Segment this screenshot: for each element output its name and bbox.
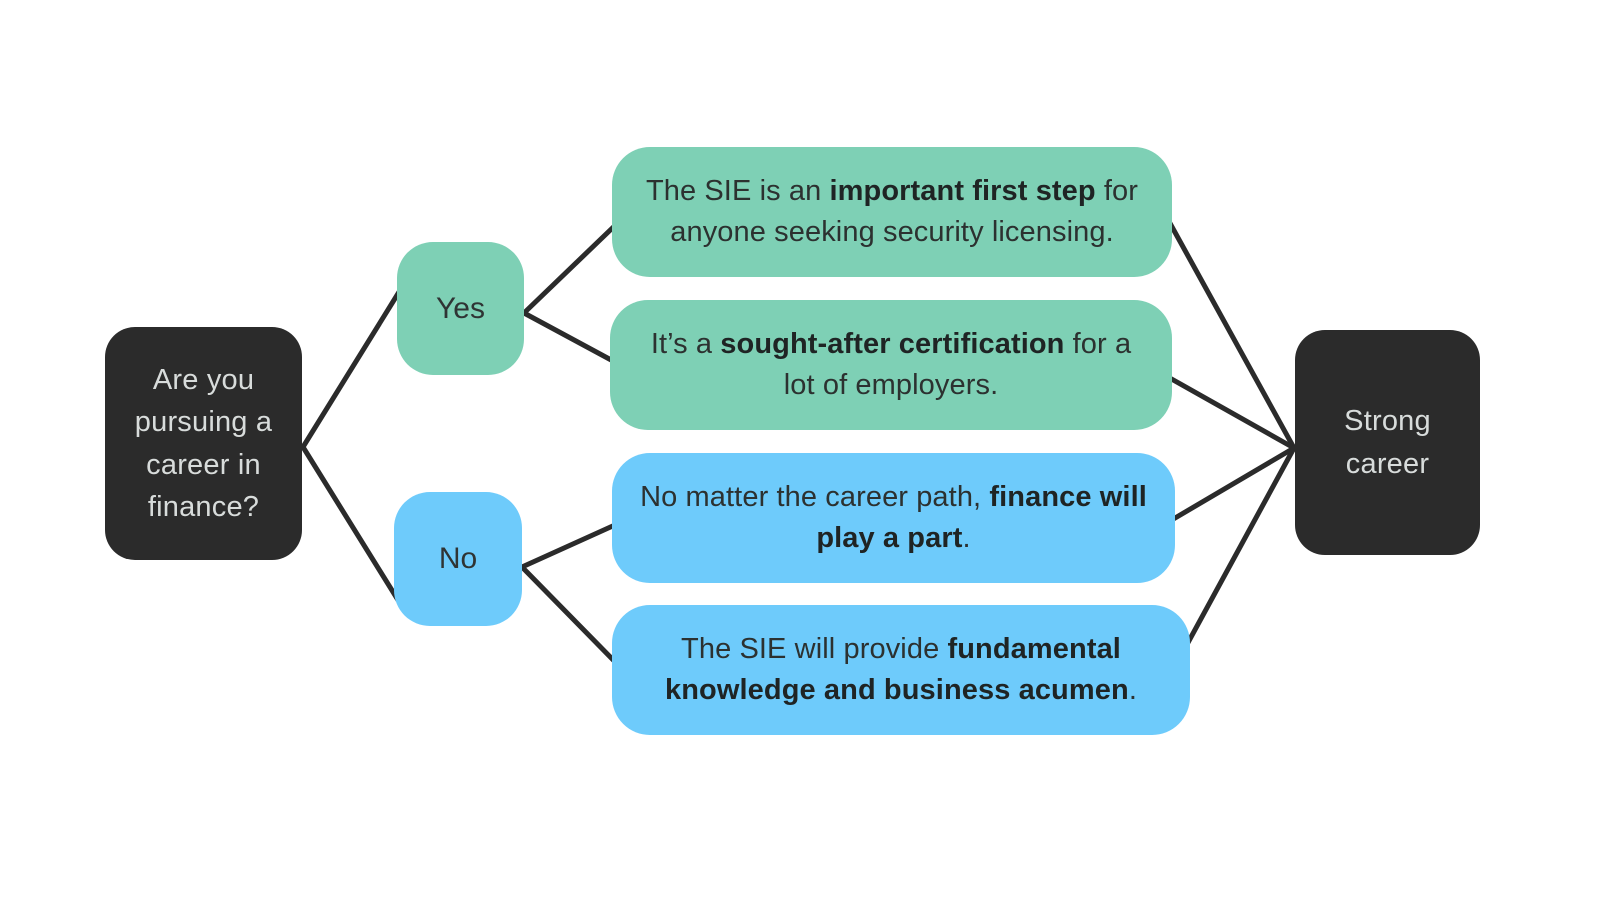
statement-text-blue-1: No matter the career path, finance will … [640, 480, 1147, 554]
statement-box-blue-2[interactable]: The SIE will provide fundamental knowled… [612, 605, 1190, 735]
edge-blue-2-to-end [1169, 445, 1297, 675]
statement-box-blue-1[interactable]: No matter the career path, finance will … [612, 453, 1175, 583]
statement-box-green-1[interactable]: The SIE is an important first step for a… [612, 147, 1172, 277]
edge-green-1-to-end [1163, 213, 1297, 451]
edge-green-2-to-end [1165, 374, 1297, 451]
node-end-label: Strong career [1344, 405, 1431, 480]
statement-box-green-2[interactable]: It’s a sought-after certification for a … [610, 300, 1172, 430]
node-no-label: No [438, 542, 478, 575]
statement-text-blue-2: The SIE will provide fundamental knowled… [665, 632, 1137, 706]
node-decision-no[interactable]: No [394, 492, 522, 626]
node-end-outcome[interactable]: Strong career [1295, 330, 1480, 555]
node-start-label: Are you pursuing a career in finance? [134, 363, 273, 523]
statement-text-green-1: The SIE is an important first step for a… [645, 174, 1139, 248]
statement-text-green-2: It’s a sought-after certification for a … [650, 327, 1132, 401]
edge-blue-1-to-end [1167, 445, 1297, 524]
node-yes-label: Yes [436, 291, 485, 325]
edge-no-to-blue-1 [519, 517, 629, 570]
node-decision-yes[interactable]: Yes [397, 242, 524, 375]
edge-start-to-yes [300, 289, 402, 450]
node-start-question[interactable]: Are you pursuing a career in finance? [105, 327, 302, 560]
edge-start-to-no [300, 444, 401, 603]
edge-no-to-blue-2 [519, 564, 628, 675]
